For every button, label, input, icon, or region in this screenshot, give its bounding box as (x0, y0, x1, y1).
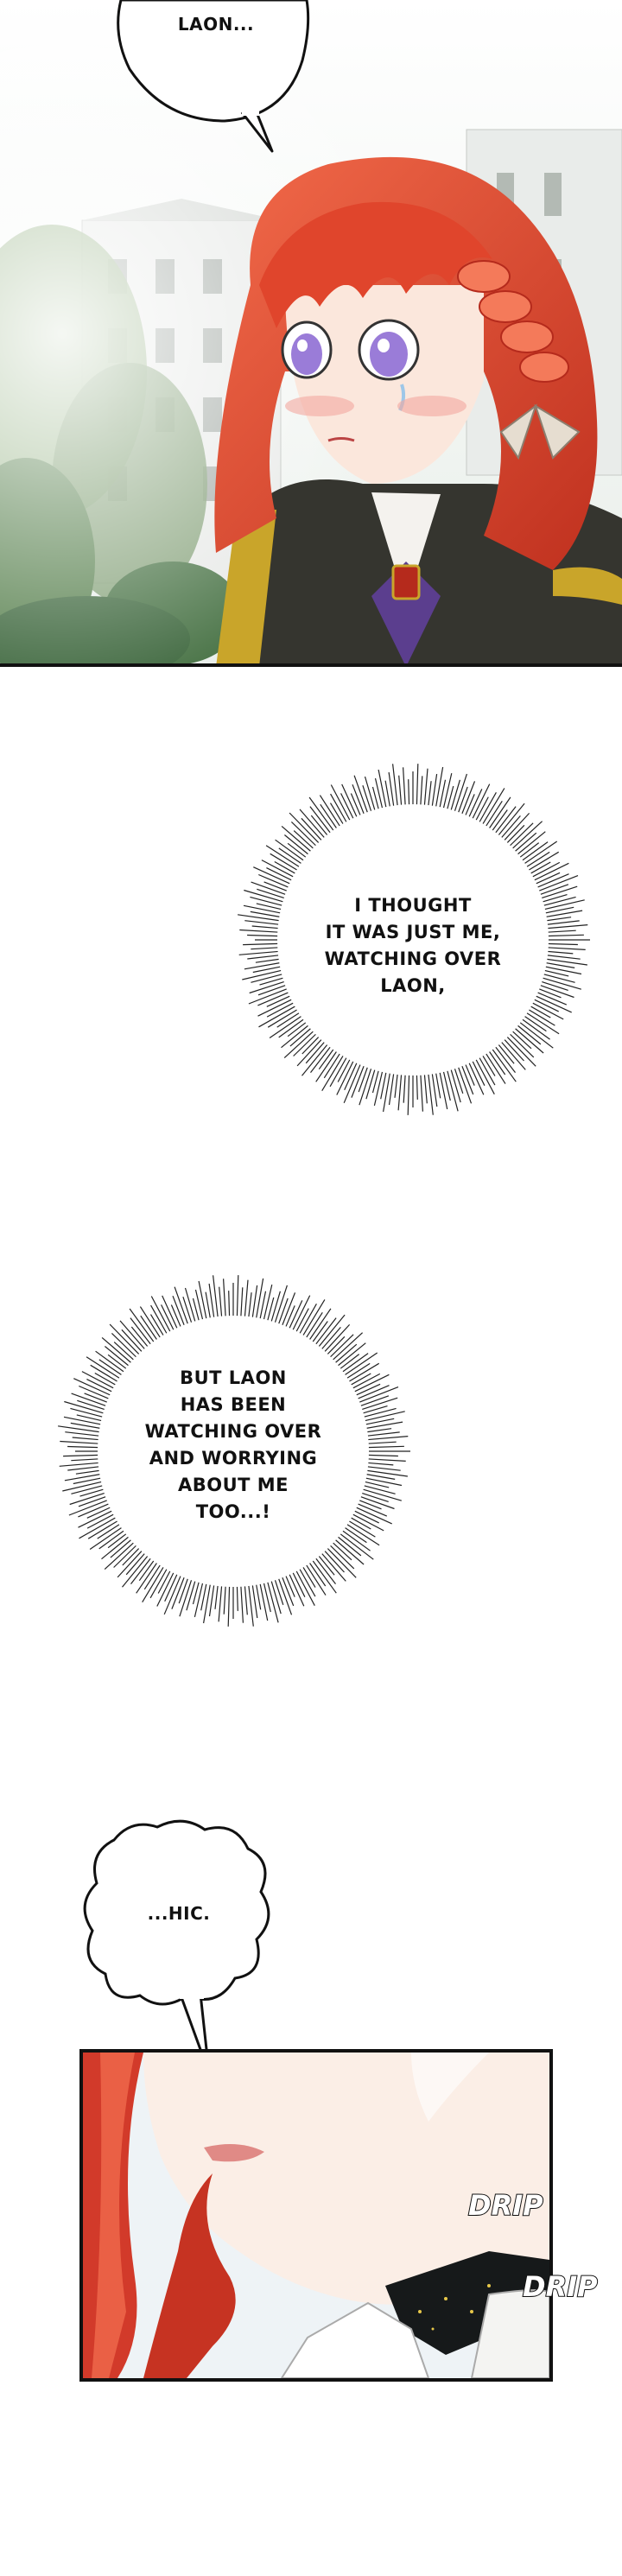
thought-2-line-3: WATCHING OVER (144, 1421, 322, 1442)
speech-1-text: LAON... (177, 14, 255, 35)
burst-lines (238, 764, 590, 1115)
speech-2-text: ...HIC. (147, 1903, 211, 1924)
closeup-illustration (83, 2053, 549, 2378)
thought-2-line-6: TOO...! (195, 1501, 271, 1522)
thought-bubble-2-burst (58, 1275, 410, 1627)
burst-center (277, 804, 549, 1075)
thought-1-line-2: IT WAS JUST ME, (325, 922, 501, 942)
thought-2-line-4: AND WORRYING (149, 1448, 318, 1469)
burst-center (98, 1316, 369, 1587)
thought-1-line-4: LAON, (380, 975, 446, 996)
thought-1-line-3: WATCHING OVER (324, 949, 502, 969)
sfx-drip-1: DRIP (467, 2188, 544, 2223)
face (281, 285, 484, 484)
thought-bubble-1: I THOUGHT IT WAS JUST ME, WATCHING OVER … (257, 784, 568, 1095)
hair-fringe (259, 201, 492, 328)
panel-girl-tearful (0, 0, 622, 667)
burst-lines (58, 1275, 410, 1627)
girl-illustration (0, 0, 622, 663)
panel-closeup-crying (79, 2049, 553, 2382)
thought-bubble-1-burst (238, 764, 590, 1115)
sfx-drip-2: DRIP (522, 2269, 599, 2304)
thought-2-line-5: ABOUT ME (177, 1475, 289, 1495)
thought-1-line-1: I THOUGHT (354, 895, 472, 916)
thought-2-line-1: BUT LAON (180, 1367, 287, 1388)
thought-bubble-2: BUT LAON HAS BEEN WATCHING OVER AND WORR… (78, 1296, 389, 1607)
speech-bubble-1 (117, 0, 310, 153)
speech-bubble-2 (83, 1819, 270, 2075)
braid (457, 260, 581, 460)
thought-2-line-2: HAS BEEN (180, 1394, 287, 1415)
